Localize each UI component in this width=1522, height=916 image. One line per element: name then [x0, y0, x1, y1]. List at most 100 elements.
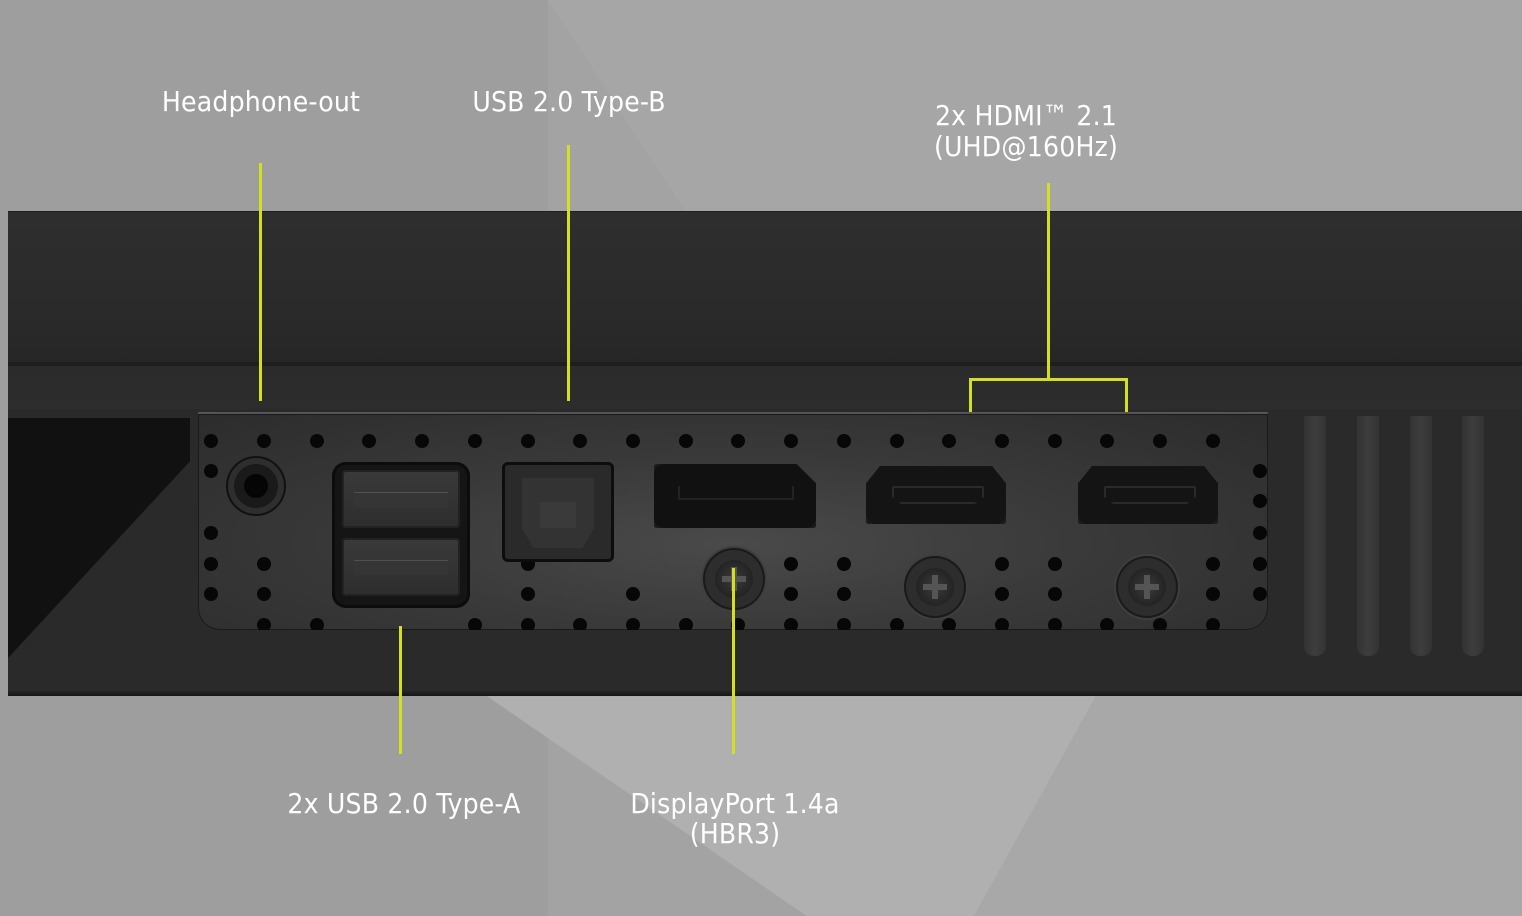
vent-hole [942, 618, 956, 630]
vent-hole [1253, 464, 1267, 478]
vent-hole [257, 587, 271, 601]
vent-hole [1153, 618, 1167, 630]
vent-hole [204, 526, 218, 540]
usb-a-tongue [354, 492, 448, 507]
vent-hole [1048, 587, 1062, 601]
vent-hole [995, 434, 1009, 448]
vent-slot [1462, 416, 1484, 656]
vent-hole [257, 434, 271, 448]
hdmi-port-2[interactable] [1078, 466, 1218, 524]
usb-a-port-top[interactable] [342, 470, 460, 528]
vent-hole [626, 587, 640, 601]
monitor-lip [8, 366, 1522, 409]
vent-hole [1100, 434, 1114, 448]
vent-hole [1253, 494, 1267, 508]
vent-hole [890, 434, 904, 448]
vent-hole [837, 587, 851, 601]
vent-hole [204, 434, 218, 448]
callout-line-displayport [732, 568, 735, 754]
label-usb-b: USB 2.0 Type-B [472, 85, 666, 118]
usb-a-tongue [354, 560, 448, 575]
vent-hole [1253, 587, 1267, 601]
vent-hole [1206, 434, 1220, 448]
callout-line-usb-a [399, 626, 402, 754]
usb-b-port[interactable] [502, 462, 614, 562]
label-usb-a: 2x USB 2.0 Type-A [287, 787, 521, 820]
vent-hole [731, 434, 745, 448]
vent-hole [837, 434, 851, 448]
vent-hole [257, 618, 271, 630]
vent-hole [784, 618, 798, 630]
usb-a-port-stack[interactable] [332, 462, 470, 608]
vent-hole [995, 587, 1009, 601]
vent-hole [1048, 557, 1062, 571]
vent-hole [521, 618, 535, 630]
vent-hole [204, 464, 218, 478]
label-hdmi-line1: 2x HDMI™ 2.1 [934, 99, 1118, 132]
vent-hole [1153, 434, 1167, 448]
vent-hole [573, 434, 587, 448]
vent-hole [204, 587, 218, 601]
usb-a-port-bottom[interactable] [342, 538, 460, 596]
callout-line-usb-b [567, 145, 570, 401]
vent-hole [626, 618, 640, 630]
hdmi-slot [892, 486, 984, 504]
label-displayport-line2: (HBR3) [689, 817, 781, 850]
monitor-seam [8, 362, 1522, 366]
usb-b-core [540, 502, 576, 528]
vent-hole [1206, 618, 1220, 630]
callout-line-headphone [259, 163, 262, 401]
vent-hole [679, 618, 693, 630]
vent-hole [1253, 557, 1267, 571]
vent-hole [1100, 618, 1114, 630]
screw-icon [904, 556, 966, 618]
displayport-port[interactable] [654, 464, 816, 528]
vent-hole [1048, 618, 1062, 630]
vent-hole [679, 434, 693, 448]
vent-slot [1410, 416, 1432, 656]
label-displayport-line1: DisplayPort 1.4a [630, 787, 840, 820]
callout-line-hdmi-bracket [969, 378, 1128, 381]
screw-icon [1116, 556, 1178, 618]
vent-hole [626, 434, 640, 448]
vent-hole [521, 587, 535, 601]
headphone-jack-hole [244, 474, 268, 498]
vent-hole [1206, 587, 1220, 601]
label-hdmi-line2: (UHD@160Hz) [933, 130, 1119, 163]
vent-hole [310, 618, 324, 630]
displayport-slot [678, 486, 794, 500]
vent-hole [784, 587, 798, 601]
hdmi-port-1[interactable] [866, 466, 1006, 524]
callout-line-hdmi-left [969, 378, 972, 412]
vent-hole [468, 618, 482, 630]
vent-hole [521, 434, 535, 448]
vent-slot [1357, 416, 1379, 656]
vent-hole [942, 434, 956, 448]
hdmi-slot [1104, 486, 1196, 504]
vent-hole [415, 434, 429, 448]
monitor-rear-top [8, 211, 1522, 364]
vent-hole [837, 618, 851, 630]
monitor-bottom-edge [8, 690, 1522, 696]
vent-hole [890, 618, 904, 630]
vent-hole [784, 557, 798, 571]
vent-hole [837, 557, 851, 571]
vent-hole [995, 557, 1009, 571]
label-headphone-out: Headphone-out [161, 85, 361, 118]
vent-hole [204, 557, 218, 571]
vent-hole [1253, 526, 1267, 540]
callout-line-hdmi-stem [1047, 183, 1050, 380]
vent-hole [310, 434, 324, 448]
callout-line-hdmi-right [1125, 378, 1128, 412]
vent-hole [1206, 557, 1220, 571]
vent-hole [257, 557, 271, 571]
vent-hole [362, 434, 376, 448]
vent-hole [468, 434, 482, 448]
vent-slot [1304, 416, 1326, 656]
vent-hole [1048, 434, 1062, 448]
headphone-jack[interactable] [228, 458, 284, 514]
vent-hole [995, 618, 1009, 630]
vent-hole [573, 618, 587, 630]
